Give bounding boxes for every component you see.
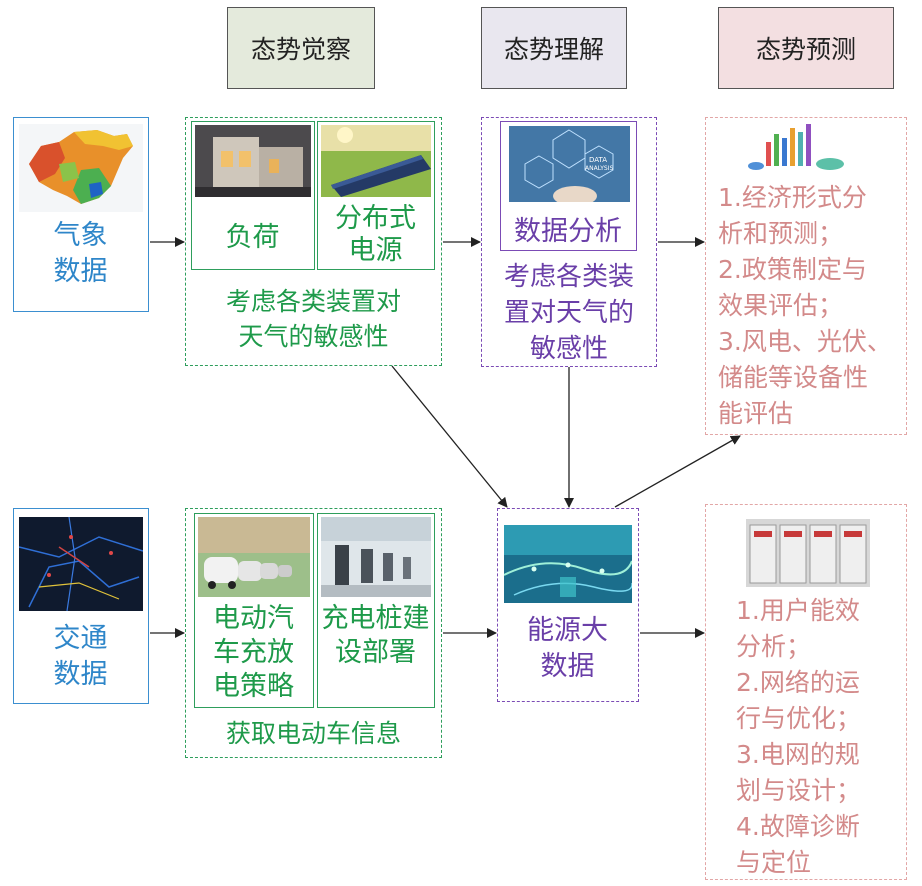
- data-analysis-label: 数据分析: [514, 215, 622, 247]
- header-prediction: 态势预测: [718, 7, 894, 89]
- header-understanding: 态势理解: [481, 7, 627, 89]
- understanding-top-caption: 考虑各类装 置对天气的 敏感性: [503, 262, 634, 364]
- energy-network-image: [504, 525, 632, 603]
- load-card: 负荷: [191, 121, 315, 270]
- chart-thumbnail-image: [746, 120, 858, 176]
- arrow-bigdata-to-prediction-top: [614, 435, 741, 508]
- weather-data-label: 气象 数据: [53, 220, 108, 287]
- distributed-source-card: 分布式 电源: [317, 121, 435, 270]
- awareness-top-caption: 考虑各类装置对 天气的敏感性: [225, 287, 401, 351]
- svg-text:ANALYSIS: ANALYSIS: [585, 165, 613, 172]
- data-analysis-image: DATA ANALYSIS: [509, 126, 630, 202]
- header-awareness: 态势觉察: [227, 7, 375, 89]
- house-image: [195, 125, 311, 197]
- prediction-top-box: 1.经济形式分 析和预测； 2.政策制定与 效果评估； 3.风电、光伏、 储能等…: [705, 117, 907, 435]
- load-label: 负荷: [225, 221, 280, 253]
- prediction-top-list: 1.经济形式分 析和预测； 2.政策制定与 效果评估； 3.风电、光伏、 储能等…: [718, 183, 892, 428]
- prediction-bottom-list: 1.用户能效 分析； 2.网络的运 行与优化； 3.电网的规 划与设计； 4.故…: [736, 596, 862, 877]
- data-analysis-card: DATA ANALYSIS 数据分析: [500, 121, 637, 251]
- switchgear-image: [746, 519, 870, 587]
- traffic-data-label: 交通 数据: [53, 623, 108, 690]
- energy-big-data-box: 能源大 数据: [497, 508, 639, 702]
- understanding-top-group: [481, 117, 657, 367]
- traffic-map-image: [19, 517, 143, 611]
- solar-panel-image: [321, 125, 431, 197]
- ev-car-image: [198, 517, 310, 597]
- awareness-bottom-group: [185, 508, 442, 758]
- prediction-bottom-box: 1.用户能效 分析； 2.网络的运 行与优化； 3.电网的规 划与设计； 4.故…: [705, 504, 907, 880]
- charging-pile-label: 充电桩建 设部署: [321, 603, 430, 668]
- arrow-awareness-top-to-bigdata: [391, 365, 508, 508]
- charging-station-image: [321, 517, 431, 597]
- charging-pile-card: 充电桩建 设部署: [317, 513, 435, 708]
- energy-big-data-label: 能源大 数据: [527, 615, 608, 682]
- awareness-bottom-caption: 获取电动车信息: [225, 719, 401, 748]
- traffic-data-box: 交通 数据: [13, 508, 149, 704]
- weather-data-box: 气象 数据: [13, 117, 149, 312]
- ev-strategy-label: 电动汽 车充放 电策略: [213, 603, 294, 702]
- china-map-image: [19, 124, 143, 212]
- awareness-top-group: [185, 117, 442, 366]
- svg-text:DATA: DATA: [589, 156, 607, 164]
- distributed-source-label: 分布式 电源: [335, 203, 416, 266]
- ev-strategy-card: 电动汽 车充放 电策略: [194, 513, 314, 708]
